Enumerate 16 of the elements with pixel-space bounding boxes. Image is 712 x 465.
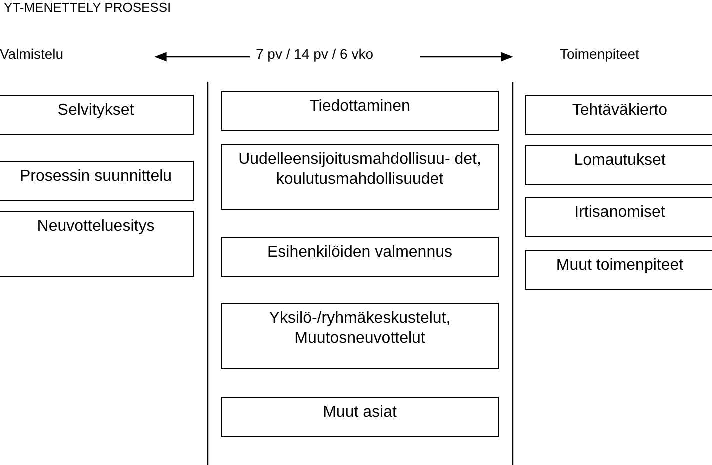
- process-box: Esihenkilöiden valmennus: [221, 237, 499, 277]
- process-box: Uudelleensijoitusmahdollisuu- det, koulutusmahdollisuudet: [221, 144, 499, 210]
- process-box: Tiedottaminen: [221, 91, 499, 131]
- process-box: Lomautukset: [525, 145, 712, 185]
- process-box: Prosessin suunnittelu: [0, 161, 194, 201]
- column-heading: Valmistelu: [0, 45, 64, 63]
- process-box: Selvitykset: [0, 95, 194, 135]
- process-box: Muut toimenpiteet: [525, 250, 712, 290]
- process-box: Tehtäväkierto: [525, 95, 712, 135]
- column-heading: 7 pv / 14 pv / 6 vko: [256, 45, 374, 63]
- title: YT-MENETTELY PROSESSI: [4, 0, 172, 16]
- column-heading: Toimenpiteet: [560, 45, 640, 63]
- process-box: Muut asiat: [221, 397, 499, 437]
- process-box: Irtisanomiset: [525, 197, 712, 237]
- process-box: Yksilö-/ryhmäkeskustelut, Muutosneuvottelut: [221, 303, 499, 369]
- process-box: Neuvotteluesitys: [0, 211, 194, 277]
